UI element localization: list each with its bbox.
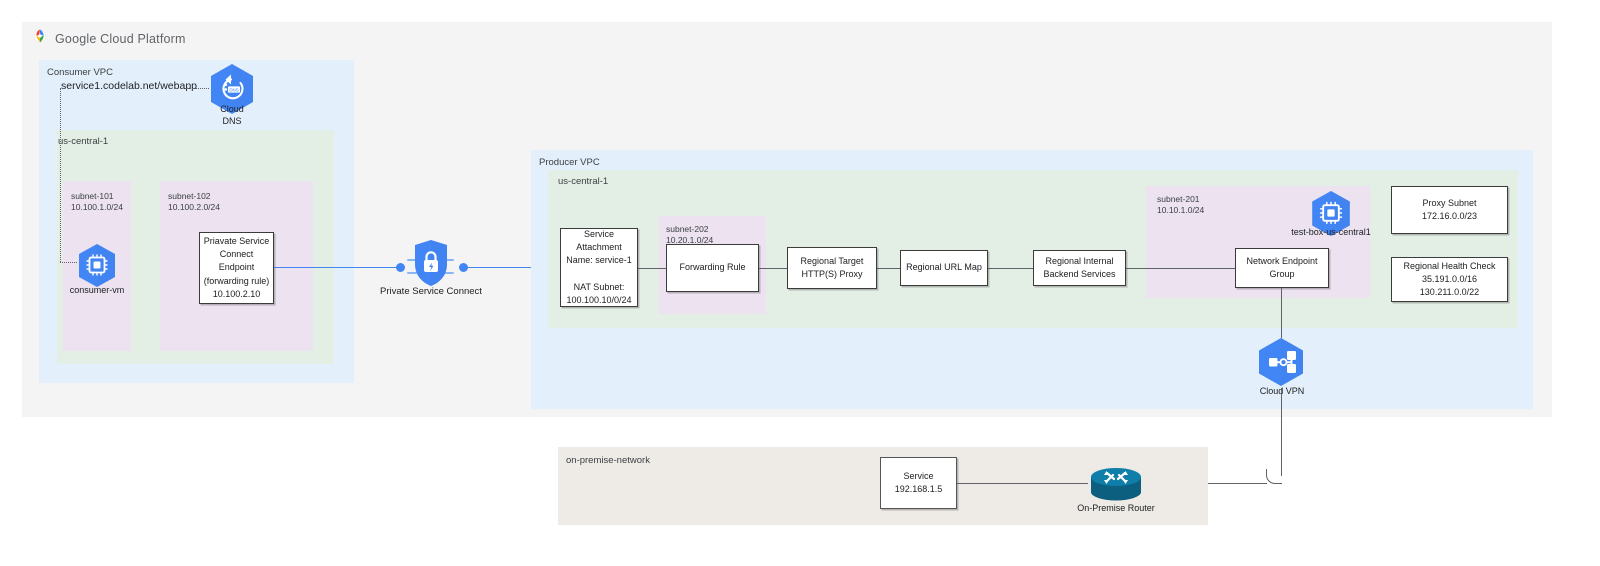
connector-sa-to-fr bbox=[638, 268, 666, 269]
subnet-202-label: subnet-202 10.20.1.0/24 bbox=[666, 224, 713, 247]
psc-dot-right bbox=[459, 263, 468, 272]
regional-backend-services-box[interactable]: Regional Internal Backend Services bbox=[1033, 250, 1126, 286]
dns-dotted-connector-right bbox=[185, 88, 209, 89]
connector-neg-to-vpn bbox=[1281, 288, 1283, 338]
subnet-102-label: subnet-102 10.100.2.0/24 bbox=[168, 191, 220, 214]
psc-dash-1 bbox=[407, 259, 417, 261]
svg-text:DNS: DNS bbox=[229, 87, 238, 92]
consumer-region-label: us-central-1 bbox=[58, 136, 109, 147]
subnet-102-cidr: 10.100.2.0/24 bbox=[168, 202, 220, 213]
compute-engine-icon-test-box bbox=[1310, 190, 1352, 237]
connector-service-to-router bbox=[957, 483, 1088, 484]
gcp-platform-label: Google Cloud Platform bbox=[55, 31, 186, 46]
gcp-branding: Google Cloud Platform bbox=[32, 28, 186, 49]
subnet-202-name: subnet-202 bbox=[666, 224, 709, 234]
google-cloud-logo-icon bbox=[32, 28, 48, 49]
network-endpoint-group-box[interactable]: Network Endpoint Group bbox=[1235, 248, 1329, 288]
producer-region-label: us-central-1 bbox=[558, 176, 609, 187]
compute-engine-icon-consumer-vm bbox=[77, 243, 117, 288]
regional-url-map-box[interactable]: Regional URL Map bbox=[900, 250, 988, 286]
on-premise-network-label: on-premise-network bbox=[566, 455, 650, 466]
cloud-vpn-icon bbox=[1255, 336, 1307, 388]
regional-target-proxy-box[interactable]: Regional Target HTTP(S) Proxy bbox=[787, 247, 877, 289]
subnet-201-cidr: 10.10.1.0/24 bbox=[1157, 205, 1205, 216]
on-premise-service-box[interactable]: Service 192.168.1.5 bbox=[880, 457, 957, 509]
connector-corner-to-router bbox=[1266, 469, 1282, 484]
router-icon bbox=[1087, 463, 1145, 503]
cloud-vpn-caption: Cloud VPN bbox=[1259, 386, 1305, 396]
psc-link-left bbox=[274, 267, 400, 269]
dns-record-label: service1.codelab.net/webapp bbox=[61, 80, 198, 92]
connector-backend-to-neg bbox=[1126, 268, 1235, 269]
regional-health-check-box[interactable]: Regional Health Check 35.191.0.0/16 130.… bbox=[1391, 257, 1508, 302]
subnet-101-name: subnet-101 bbox=[71, 191, 114, 201]
subnet-201-name: subnet-201 bbox=[1157, 194, 1200, 204]
psc-dash-2 bbox=[407, 272, 417, 274]
connector-vpn-down bbox=[1281, 388, 1283, 476]
psc-dash-3 bbox=[444, 259, 454, 261]
test-box-caption: test-box-us-central1 bbox=[1291, 227, 1371, 237]
connector-urlmap-to-backend bbox=[988, 268, 1033, 269]
subnet-202-cidr: 10.20.1.0/24 bbox=[666, 235, 714, 246]
subnet-201-label: subnet-201 10.10.1.0/24 bbox=[1157, 194, 1204, 217]
dns-dotted-connector-down bbox=[60, 88, 61, 262]
on-premise-router-caption: On-Premise Router bbox=[1077, 503, 1155, 513]
private-service-connect-icon bbox=[411, 238, 451, 290]
psc-dash-4 bbox=[444, 272, 454, 274]
psc-endpoint-box[interactable]: Priavate Service Connect Endpoint (forwa… bbox=[199, 232, 274, 304]
subnet-102-name: subnet-102 bbox=[168, 191, 211, 201]
forwarding-rule-box[interactable]: Forwarding Rule bbox=[666, 244, 759, 292]
producer-vpc-label: Producer VPC bbox=[539, 157, 600, 168]
subnet-101-cidr: 10.100.1.0/24 bbox=[71, 202, 123, 213]
psc-dot-left bbox=[396, 263, 405, 272]
psc-caption: Private Service Connect bbox=[380, 286, 482, 297]
subnet-101-label: subnet-101 10.100.1.0/24 bbox=[71, 191, 123, 214]
connector-fr-to-proxy bbox=[759, 268, 787, 269]
psc-link-right bbox=[462, 267, 560, 269]
connector-proxy-to-urlmap bbox=[877, 268, 900, 269]
dns-dotted-connector-to-vm bbox=[60, 262, 77, 263]
consumer-vpc-label: Consumer VPC bbox=[47, 67, 113, 78]
cloud-dns-icon: DNS bbox=[209, 63, 255, 115]
consumer-vm-caption: consumer-vm bbox=[69, 285, 125, 295]
service-attachment-box[interactable]: Service Attachment Name: service-1 NAT S… bbox=[560, 228, 638, 307]
proxy-subnet-box[interactable]: Proxy Subnet 172.16.0.0/23 bbox=[1391, 186, 1508, 234]
cloud-dns-caption: Cloud DNS bbox=[220, 104, 244, 126]
